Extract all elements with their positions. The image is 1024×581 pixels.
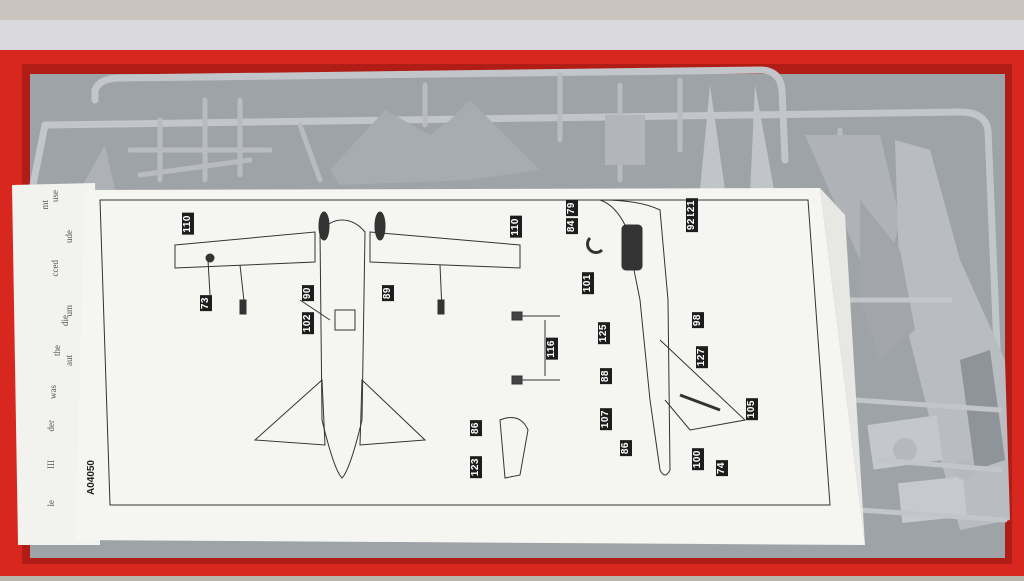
part-tag-100: 100 [692,448,704,471]
part-tag-98: 98 [692,312,704,329]
part-tag-127: 127 [696,346,708,369]
instruction-sheet [75,188,865,545]
part-tag-116: 116 [546,338,558,360]
part-tag-86-right: 86 [620,440,632,457]
part-tag-84: 84 [566,218,578,235]
bg-text-10: um [64,305,74,317]
bg-text-7: III [46,460,56,469]
bg-text-12: le [46,500,56,507]
part-tag-88: 88 [600,368,612,385]
part-tag-125: 125 [598,322,610,345]
part-tag-123: 123 [470,456,482,479]
bg-text-6: der [46,420,56,432]
sheet-code: A04050 [86,460,97,496]
bg-text-5: was [48,385,58,399]
bg-text-11: ude [64,230,74,243]
part-tag-74: 74 [716,460,728,477]
bg-text-8: mt [40,200,50,210]
part-tag-107: 107 [600,408,612,431]
bg-text-4: the [52,345,62,356]
part-tag-110-left: 110 [182,213,194,235]
part-tag-79: 79 [566,200,578,217]
part-tag-89: 89 [382,285,394,302]
part-tag-92: 92 [686,216,698,233]
part-tag-102: 102 [302,312,314,335]
part-tag-90: 90 [302,285,314,302]
part-tag-105: 105 [746,398,758,421]
part-tag-110-right: 110 [510,216,522,238]
bg-text-1: use [50,190,60,202]
part-tag-73: 73 [200,295,212,312]
part-tag-101: 101 [582,272,594,295]
part-tag-86-center: 86 [470,420,482,437]
bg-text-3: die [60,315,70,326]
bg-text-2: cced [50,260,60,277]
bg-text-9: aut [64,355,74,366]
